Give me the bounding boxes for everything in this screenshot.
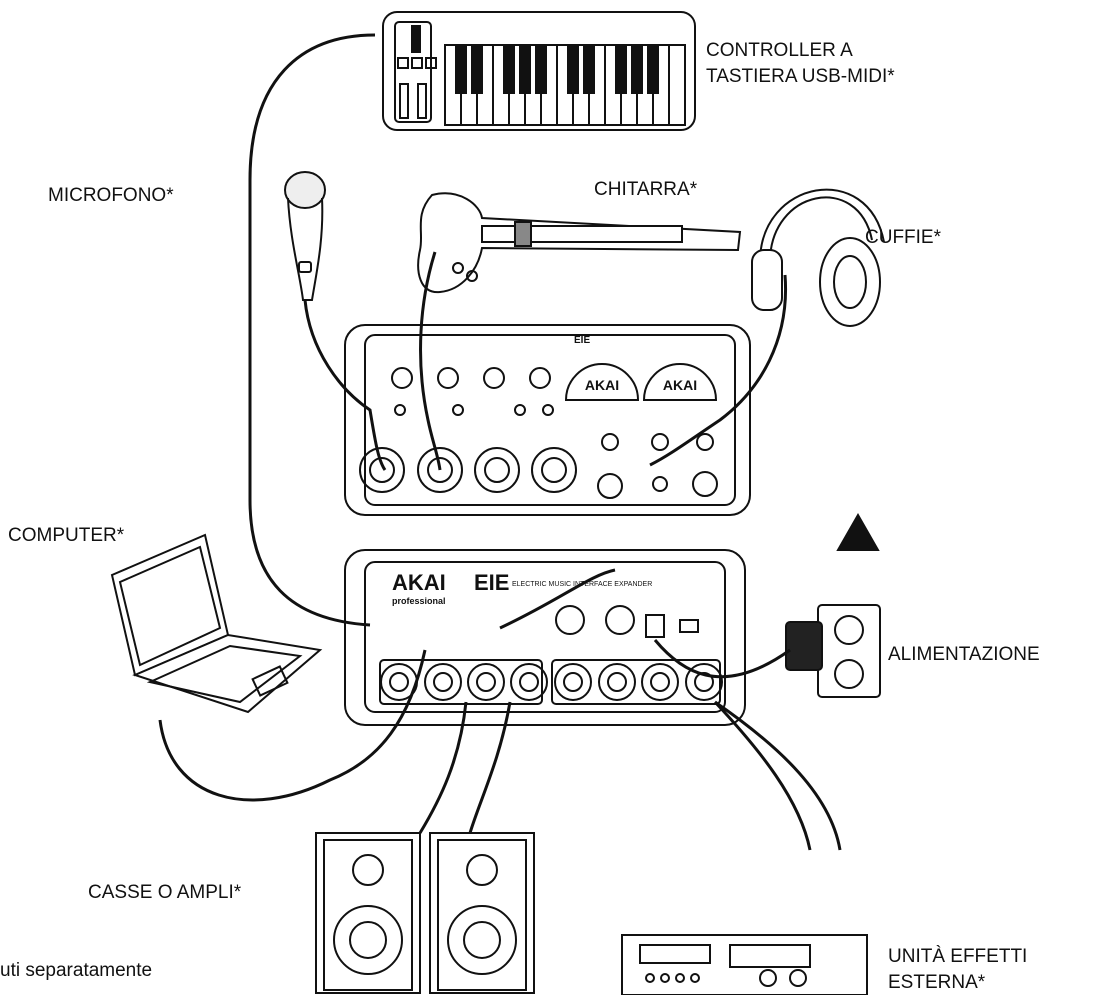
black-key xyxy=(503,44,515,94)
speaker-left xyxy=(315,832,421,994)
label-microphone: MICROFONO* xyxy=(48,185,174,206)
brand-text: AKAI xyxy=(392,570,446,595)
speaker-right xyxy=(429,832,535,994)
black-key xyxy=(567,44,579,94)
brand-sub-text: professional xyxy=(392,596,446,606)
black-key xyxy=(519,44,531,94)
label-effects-line2: ESTERNA* xyxy=(888,972,986,993)
label-effects: UNITÀ EFFETTI ESTERNA* xyxy=(888,944,1027,996)
headphones xyxy=(751,188,885,327)
svg-text:AKAI: AKAI xyxy=(663,377,697,393)
label-keyboard: CONTROLLER A TASTIERA USB-MIDI* xyxy=(706,38,895,90)
label-speakers: CASSE O AMPLI* xyxy=(88,882,242,903)
black-key xyxy=(535,44,547,94)
usb-midi-keyboard xyxy=(382,11,696,131)
label-effects-line1: UNITÀ EFFETTI xyxy=(888,946,1028,967)
electric-guitar xyxy=(417,192,742,294)
label-power: ALIMENTAZIONE xyxy=(888,644,1040,665)
svg-text:EIE: EIE xyxy=(574,335,590,346)
microphone xyxy=(284,171,326,301)
black-key xyxy=(615,44,627,94)
label-guitar: CHITARRA* xyxy=(594,179,698,200)
eie-front-panel: AKAI AKAI EIE xyxy=(344,324,751,516)
power-outlet xyxy=(785,512,881,698)
label-keyboard-line2: TASTIERA USB-MIDI* xyxy=(706,66,895,87)
label-footnote: uti separatamente xyxy=(0,960,153,981)
white-key xyxy=(668,44,686,126)
label-keyboard-line1: CONTROLLER A xyxy=(706,40,853,61)
black-key xyxy=(647,44,659,94)
model-text: EIE xyxy=(474,570,509,595)
effects-unit xyxy=(621,934,868,996)
cables xyxy=(158,33,842,851)
laptop-computer xyxy=(110,533,323,714)
black-key xyxy=(631,44,643,94)
eie-rear-panel: AKAI EIE ELECTRIC MUSIC INTERFACE EXPAND… xyxy=(344,549,746,726)
label-computer: COMPUTER* xyxy=(8,525,125,546)
black-key xyxy=(471,44,483,94)
black-key xyxy=(455,44,467,94)
label-headphones: CUFFIE* xyxy=(865,227,941,248)
svg-text:AKAI: AKAI xyxy=(585,377,619,393)
black-key xyxy=(583,44,595,94)
